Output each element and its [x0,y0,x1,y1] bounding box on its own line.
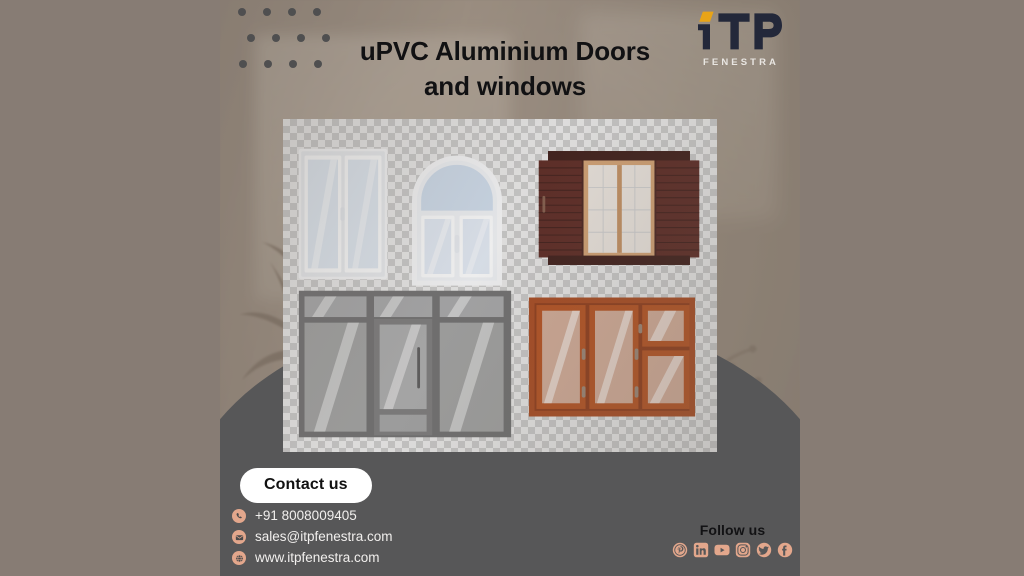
grid-dot [238,8,246,16]
grid-dot [297,34,305,42]
headline-line-2: and windows [423,70,587,101]
grid-dot [263,8,271,16]
product-image [283,119,717,452]
contact-website-row[interactable]: www.itpfenestra.com [232,550,393,567]
grid-dot [314,60,322,68]
facebook-icon[interactable] [777,542,793,558]
grid-dot [289,60,297,68]
twitter-icon[interactable] [756,542,772,558]
contact-email-value: sales@itpfenestra.com [255,528,393,544]
globe-icon [232,551,246,566]
grid-dot [288,8,296,16]
letterbox-right [800,0,1024,576]
contact-us-button[interactable]: Contact us [240,468,372,503]
headline-line-1: uPVC Aluminium Doors [359,36,651,66]
phone-icon [232,509,246,524]
white-upvc-arched-window-icon [412,155,502,286]
instagram-icon[interactable] [735,542,751,558]
follow-us-label: Follow us [699,522,766,538]
social-links [672,542,793,558]
contact-details: +91 8008009405 sales@itpfenestra.com www… [232,508,393,571]
white-upvc-casement-window-icon [298,148,388,280]
brand-logo: FENESTRA [692,8,788,68]
youtube-icon[interactable] [714,542,730,558]
contact-phone-value: +91 8008009405 [255,508,357,523]
grid-dot [322,34,330,42]
grid-dot [239,60,247,68]
page-title: uPVC Aluminium Doors and windows [280,34,730,103]
decorative-dot-grid [238,8,330,86]
letterbox-left [0,0,220,576]
footer-edge [220,572,800,576]
linkedin-icon[interactable] [693,542,709,558]
follow-us-section: Follow us [672,522,793,558]
pinterest-icon[interactable] [672,542,688,558]
brand-wordmark: FENESTRA [703,57,779,68]
grid-dot [247,34,255,42]
aluminium-glass-door-system-icon [298,290,512,438]
contact-website-value: www.itpfenestra.com [255,549,380,565]
email-icon [232,530,246,545]
wooden-three-panel-window-icon [528,297,696,417]
poster-content: uPVC Aluminium Doors and windows FENESTR… [220,0,800,576]
dark-brown-shuttered-window-icon [538,151,700,265]
contact-phone-row[interactable]: +91 8008009405 [232,508,393,525]
grid-dot [272,34,280,42]
contact-email-row[interactable]: sales@itpfenestra.com [232,529,393,546]
grid-dot [313,8,321,16]
grid-dot [264,60,272,68]
itp-logo-icon [698,11,782,50]
